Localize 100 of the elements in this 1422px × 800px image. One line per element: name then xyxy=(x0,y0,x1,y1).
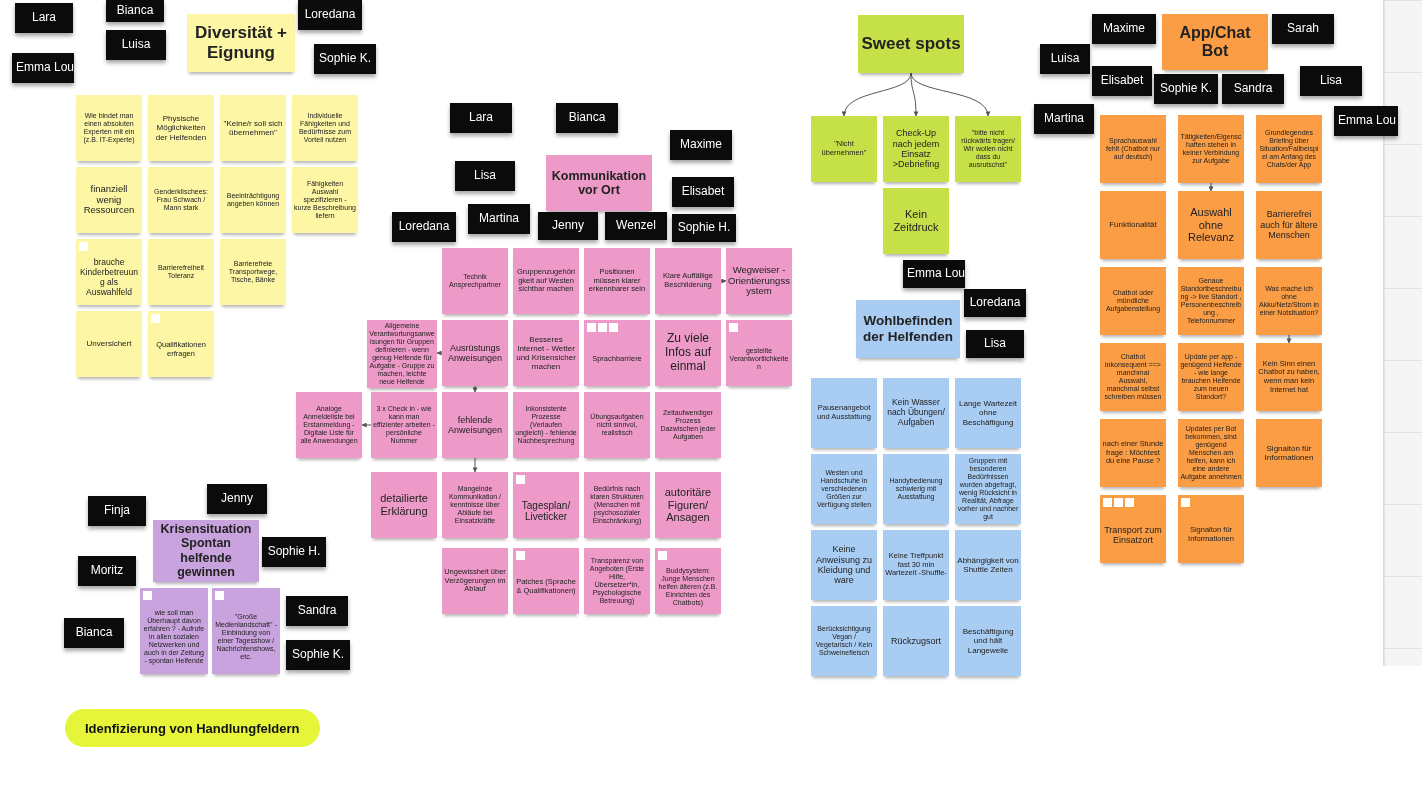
note-text: Auswahl ohne Relevanz xyxy=(1187,206,1235,244)
sticky-note xyxy=(584,392,650,458)
name-tag xyxy=(1222,74,1284,104)
name-tag xyxy=(455,161,515,191)
note-text: Wegweiser - Orientierungssystem xyxy=(728,264,790,298)
note-text: Keine Anweisung zu Kleidung und ware xyxy=(814,544,873,586)
name-text: Martina xyxy=(1044,112,1084,126)
name-tag xyxy=(1300,66,1362,96)
name-text: Sophie H. xyxy=(677,221,731,235)
sticky-note xyxy=(148,311,214,377)
name-text: Sophie H. xyxy=(267,545,321,559)
sticky-note xyxy=(1178,343,1244,411)
name-text: Lisa xyxy=(1320,74,1342,88)
name-text: Martina xyxy=(479,212,519,226)
sticky-note xyxy=(883,116,949,182)
sticky-note xyxy=(76,95,142,161)
sticky-note xyxy=(76,239,142,305)
arrow xyxy=(1286,334,1292,344)
name-tag xyxy=(15,3,73,33)
sticky-note xyxy=(955,378,1021,448)
name-tag xyxy=(1034,104,1094,134)
arrow xyxy=(472,457,478,473)
note-text: Diversität + Eignung xyxy=(193,23,289,63)
sticky-note xyxy=(726,320,792,386)
note-text: Krisensituation Spontan helfende gewinnen xyxy=(159,522,253,580)
sticky-note xyxy=(292,95,358,161)
name-text: Sophie K. xyxy=(291,648,344,662)
sticky-note xyxy=(513,320,579,386)
arrow xyxy=(472,385,478,393)
name-text: Loredana xyxy=(398,220,450,234)
topic-note xyxy=(153,520,259,582)
name-tag xyxy=(286,640,350,670)
sticky-note xyxy=(513,548,579,614)
name-text: Lara xyxy=(32,11,56,25)
note-text: fehlende Anweisungen xyxy=(446,414,503,436)
sticky-note xyxy=(1178,115,1244,183)
name-text: Wenzel xyxy=(616,219,656,233)
arrow xyxy=(842,72,912,117)
sticky-note xyxy=(955,606,1021,676)
note-text: Zu viele Infos auf einmal xyxy=(664,332,712,374)
arrow xyxy=(436,350,443,356)
sticky-note xyxy=(292,167,358,233)
name-tag xyxy=(286,596,348,626)
name-tag xyxy=(78,556,136,586)
sticky-note xyxy=(148,95,214,161)
sticky-note xyxy=(1178,495,1244,563)
note-text: "Keine/r soll sich übernehmen" xyxy=(222,118,284,138)
arrow xyxy=(361,422,372,428)
sticky-note xyxy=(442,248,508,314)
name-tag xyxy=(88,496,146,526)
sticky-note xyxy=(811,116,877,182)
sticky-note xyxy=(655,392,721,458)
note-text: Wohlbefinden der Helfenden xyxy=(862,313,954,345)
sticky-note xyxy=(811,530,877,600)
name-text: Lara xyxy=(469,111,493,125)
sticky-note xyxy=(220,239,286,305)
note-text: Kein Wasser nach Übungen/ Aufgaben xyxy=(886,398,946,428)
arrow xyxy=(1208,182,1214,192)
name-tag xyxy=(314,44,376,74)
name-text: Jenny xyxy=(221,492,253,506)
name-tag xyxy=(1092,14,1156,44)
sticky-note xyxy=(1100,495,1166,563)
name-tag xyxy=(605,212,667,240)
sticky-note xyxy=(442,472,508,538)
note-text: Beschäftigung und hält Langeweile xyxy=(961,627,1015,655)
sticky-note xyxy=(140,588,208,674)
name-text: Sophie K. xyxy=(318,52,371,66)
sticky-note xyxy=(1256,343,1322,411)
name-tag xyxy=(64,618,124,648)
sticky-note xyxy=(371,472,437,538)
sticky-note xyxy=(726,248,792,314)
sticky-note xyxy=(220,95,286,161)
sticky-note xyxy=(955,530,1021,600)
sticky-note xyxy=(1256,419,1322,487)
name-tag xyxy=(556,103,618,133)
note-text: autoritäre Figuren/ Ansagen xyxy=(663,486,713,524)
name-text: Loredana xyxy=(304,8,356,22)
arrow xyxy=(720,278,727,284)
sticky-note xyxy=(1256,267,1322,335)
note-text: Kein Zeitdruck xyxy=(892,208,940,234)
sticky-note xyxy=(1100,419,1166,487)
name-tag xyxy=(966,330,1024,358)
name-text: Bianca xyxy=(75,626,113,640)
name-text: Bianca xyxy=(116,4,154,18)
sticky-note xyxy=(148,167,214,233)
sticky-note xyxy=(1100,115,1166,183)
name-tag xyxy=(964,289,1026,317)
sticky-note xyxy=(883,378,949,448)
sticky-note xyxy=(76,311,142,377)
sticky-note xyxy=(1178,191,1244,259)
note-text: Physische Möglichkeiten der Helfenden xyxy=(154,114,208,142)
name-text: Sophie K. xyxy=(1159,82,1212,96)
topic-note xyxy=(856,300,960,358)
sticky-note xyxy=(883,454,949,524)
name-tag xyxy=(1154,74,1218,104)
sticky-note xyxy=(584,248,650,314)
note-text: Kommunikation vor Ort xyxy=(550,168,648,198)
note-text: Besseres Internet - Wetter und Krisensicher machen xyxy=(515,334,577,372)
sticky-note xyxy=(584,320,650,386)
note-text: Tagesplan/ Liveticker xyxy=(520,499,572,523)
